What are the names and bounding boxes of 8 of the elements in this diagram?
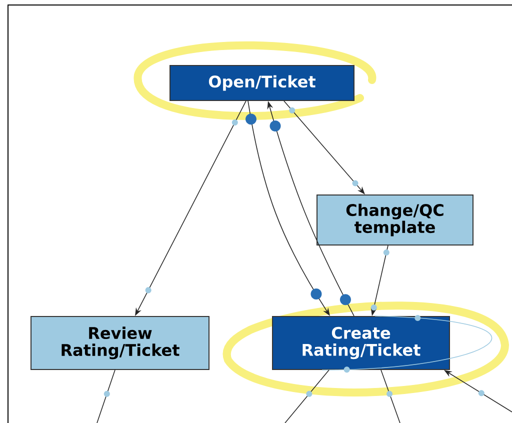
arrow xyxy=(284,370,330,423)
arrow xyxy=(322,314,492,373)
state-box: Review Rating/Ticket xyxy=(30,316,210,370)
state-box: Change/QC template xyxy=(316,194,474,246)
arrow xyxy=(284,100,365,194)
state-box: Open/Ticket xyxy=(170,65,354,101)
arrow xyxy=(96,370,116,423)
arrow xyxy=(380,370,400,423)
